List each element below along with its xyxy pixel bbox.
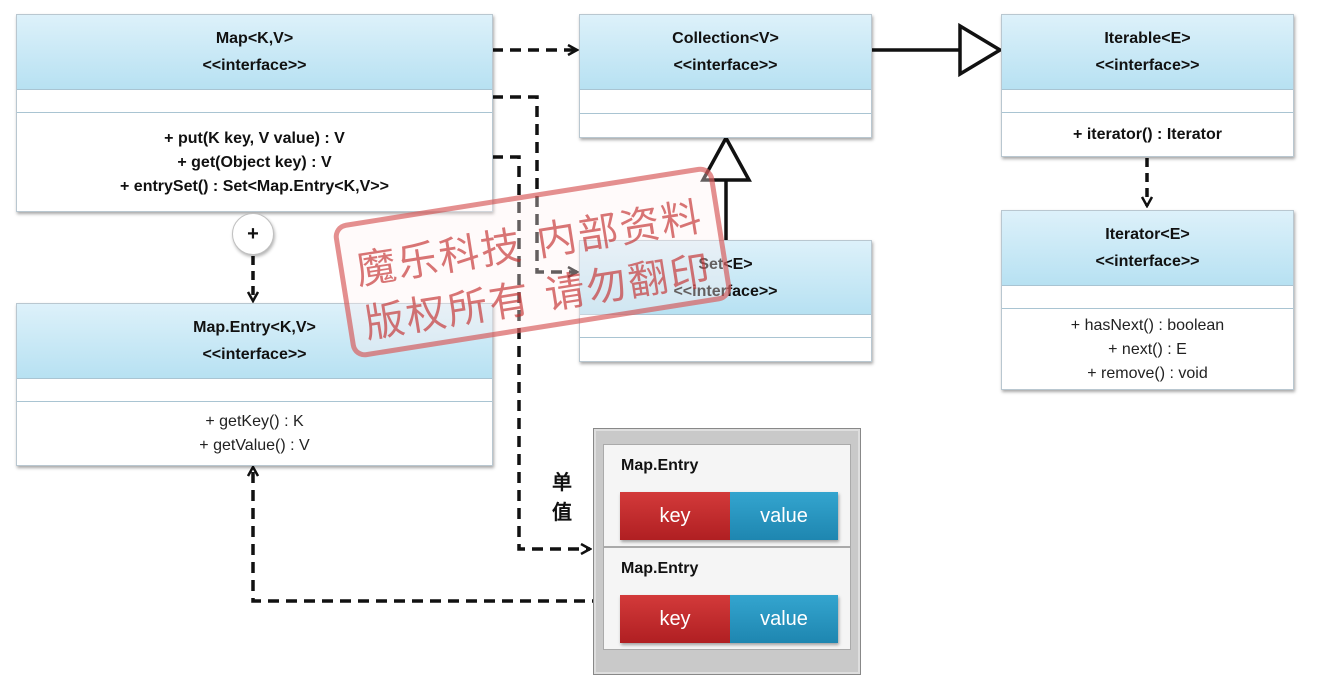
iterable-attributes (1002, 90, 1293, 113)
map-name: Map<K,V> (215, 30, 294, 47)
map-interface-box: Map<K,V> <<interface>> + put(K key, V va… (16, 14, 493, 212)
map-op-put: + put(K key, V value) : V (164, 130, 345, 147)
iterator-op-next: + next() : E (1108, 341, 1187, 358)
map-to-entry-arrow (492, 155, 590, 549)
collection-name: Collection<V> (672, 30, 779, 47)
iterator-interface-box: Iterator<E> <<interface>> + hasNext() : … (1001, 210, 1294, 390)
nested-class-icon: + (232, 213, 274, 255)
iterable-interface-box: Iterable<E> <<interface>> + iterator() :… (1001, 14, 1294, 157)
mapentry-interface-box: Map.Entry<K,V> <<interface>> + getKey() … (16, 303, 493, 466)
set-name: Set<E> (698, 255, 753, 273)
iterator-operations: + hasNext() : boolean + next() : E + rem… (1002, 309, 1293, 391)
iterator-attributes (1002, 286, 1293, 309)
set-attributes (580, 315, 871, 338)
map-op-entryset: + entrySet() : Set<Map.Entry<K,V>> (120, 178, 389, 195)
set-stereotype: <<interface>> (673, 282, 778, 300)
iterator-stereotype: <<interface>> (1095, 253, 1200, 270)
entry-key: key (620, 492, 730, 540)
collection-attributes (580, 90, 871, 114)
iterator-op-remove: + remove() : void (1087, 365, 1208, 382)
key-value-pair: key value (620, 492, 838, 540)
entry-value: value (730, 492, 838, 540)
mapentry-stereotype: <<interface>> (202, 346, 307, 363)
generalization-triangle-icon (958, 22, 1004, 78)
entry-title: Map.Entry (621, 457, 699, 474)
iterator-header: Iterator<E> <<interface>> (1002, 211, 1293, 286)
entry-card: Map.Entry key value (603, 444, 851, 547)
mapentry-op-getkey: + getKey() : K (205, 413, 304, 430)
iterable-header: Iterable<E> <<interface>> (1002, 15, 1293, 90)
iterator-op-hasnext: + hasNext() : boolean (1070, 317, 1225, 334)
generalization-triangle-icon (700, 134, 752, 182)
entry-title: Map.Entry (621, 560, 699, 577)
iterable-stereotype: <<interface>> (1095, 57, 1200, 74)
map-operations: + put(K key, V value) : V + get(Object k… (17, 113, 492, 213)
collection-operations (580, 114, 871, 138)
entry-group: Map.Entry key value Map.Entry key value (593, 428, 861, 675)
map-stereotype: <<interface>> (202, 57, 307, 74)
collection-stereotype: <<interface>> (673, 57, 778, 74)
mapentry-name: Map.Entry<K,V> (193, 319, 316, 336)
single-value-label: 单值 (552, 472, 572, 524)
collection-interface-box: Collection<V> <<interface>> (579, 14, 872, 138)
set-operations (580, 338, 871, 362)
entry-key: key (620, 595, 730, 643)
entry-value: value (730, 595, 838, 643)
iterable-op-iterator: + iterator() : Iterator (1073, 126, 1222, 143)
mapentry-op-getvalue: + getValue() : V (199, 437, 310, 454)
map-to-set-arrow (492, 95, 577, 272)
key-value-pair: key value (620, 595, 838, 643)
entry-to-interface-arrow (253, 467, 603, 603)
set-header: Set<E> <<interface>> (580, 241, 871, 315)
map-op-get: + get(Object key) : V (177, 154, 332, 171)
iterable-operations: + iterator() : Iterator (1002, 113, 1293, 157)
set-interface-box: Set<E> <<interface>> (579, 240, 872, 362)
entry-card: Map.Entry key value (603, 547, 851, 650)
iterable-name: Iterable<E> (1104, 30, 1191, 47)
map-attributes (17, 90, 492, 113)
iterator-name: Iterator<E> (1105, 226, 1190, 243)
map-header: Map<K,V> <<interface>> (17, 15, 492, 90)
mapentry-attributes (17, 379, 492, 402)
mapentry-operations: + getKey() : K + getValue() : V (17, 402, 492, 466)
collection-header: Collection<V> <<interface>> (580, 15, 871, 90)
mapentry-header: Map.Entry<K,V> <<interface>> (17, 304, 492, 379)
